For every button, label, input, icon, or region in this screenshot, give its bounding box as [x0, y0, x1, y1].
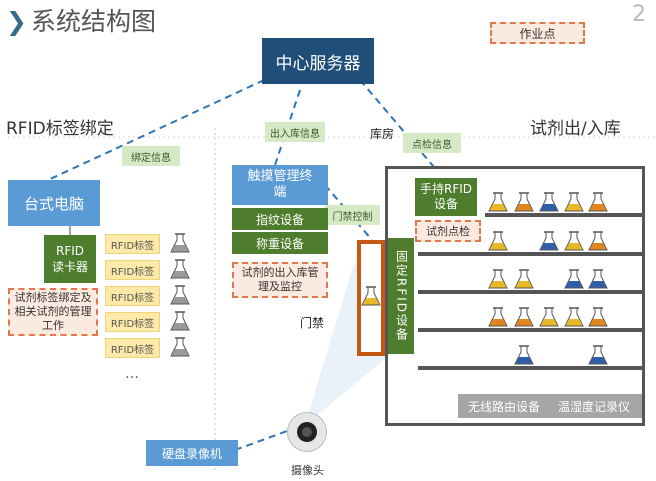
flask-icon: [588, 345, 608, 365]
rfid-reader-line1: RFID: [55, 244, 85, 258]
rfid-tag: RFID标签: [105, 312, 160, 332]
link-bind-info: 绑定信息: [122, 146, 180, 166]
rfid-reader-line2: 读卡器: [51, 260, 88, 274]
storage-label: 库房: [370, 127, 395, 141]
flask-icon: [514, 345, 534, 365]
flask-icon: [564, 192, 584, 212]
section-reagent-io: 试剂出/入库: [530, 119, 621, 139]
flask-icon: [170, 337, 190, 357]
flask-icon: [514, 192, 534, 212]
shelf: [418, 366, 642, 370]
touch-terminal: 触摸管理终端: [232, 165, 328, 205]
flask-icon: [539, 231, 559, 251]
rfid-tag-list: RFID标签 RFID标签 RFID标签 RFID标签 RFID标签: [105, 234, 160, 364]
flask-icon: [514, 307, 534, 327]
link-check-info: 点检信息: [403, 133, 461, 153]
page-number: 2: [632, 2, 646, 27]
handheld-rfid: 手持RFID设备: [415, 178, 477, 216]
flask-icon: [564, 307, 584, 327]
weighing-device: 称重设备: [232, 232, 328, 254]
wireless-router: 无线路由设备: [468, 399, 541, 414]
flask-icon: [170, 233, 190, 253]
flask-icon: [588, 231, 608, 251]
flask-icon: [488, 192, 508, 212]
rfid-tag: RFID标签: [105, 234, 160, 254]
thermo-hygrometer: 温湿度记录仪: [558, 399, 631, 414]
rfid-reader: RFID 读卡器: [44, 235, 96, 283]
chevron-right-icon: ❯: [6, 7, 27, 36]
camera-icon: [287, 412, 327, 452]
central-server: 中心服务器: [262, 38, 374, 84]
page-title: ❯系统结构图: [6, 2, 156, 38]
link-door-control: 门禁控制: [325, 205, 380, 225]
flask-icon: [588, 269, 608, 289]
shelf: [485, 213, 642, 217]
task-tag-check: 试剂点检: [415, 220, 481, 242]
flask-icon: [488, 231, 508, 251]
flask-icon: [588, 307, 608, 327]
camera-label: 摄像头: [291, 464, 324, 477]
link-io-info: 出入库信息: [265, 122, 325, 142]
door-label: 门禁: [300, 316, 325, 330]
flask-icon: [361, 286, 381, 306]
flask-icon: [588, 192, 608, 212]
rfid-tag: RFID标签: [105, 260, 160, 280]
legend-work-point: 作业点: [490, 22, 585, 44]
rfid-tag: RFID标签: [105, 338, 160, 358]
fixed-rfid-label: 固定RFID设备: [394, 249, 409, 343]
shelf: [418, 328, 642, 332]
flask-icon: [539, 307, 559, 327]
section-rfid-binding: RFID标签绑定: [6, 119, 114, 139]
fingerprint-device: 指纹设备: [232, 208, 328, 230]
flask-icon: [488, 269, 508, 289]
desktop-pc: 台式电脑: [8, 180, 100, 226]
flask-icon: [564, 231, 584, 251]
flask-icon: [539, 192, 559, 212]
fixed-rfid-device: 固定RFID设备: [388, 238, 414, 354]
flask-icon: [170, 311, 190, 331]
shelf: [418, 290, 642, 294]
title-text: 系统结构图: [30, 7, 156, 36]
flask-icon: [514, 269, 534, 289]
shelf: [418, 252, 642, 256]
flask-icon: [488, 307, 508, 327]
flask-icon: [564, 269, 584, 289]
bottom-device-band: 无线路由设备 温湿度记录仪: [458, 394, 642, 418]
task-tag-io: 试剂的出入库管理及监控: [232, 262, 328, 298]
task-tag-binding: 试剂标签绑定及相关试剂的管理工作: [8, 288, 98, 336]
hard-disk-recorder: 硬盘录像机: [146, 440, 238, 466]
ellipsis: …: [125, 366, 139, 382]
flask-icon: [170, 259, 190, 279]
flask-icon: [170, 285, 190, 305]
rfid-tag: RFID标签: [105, 286, 160, 306]
